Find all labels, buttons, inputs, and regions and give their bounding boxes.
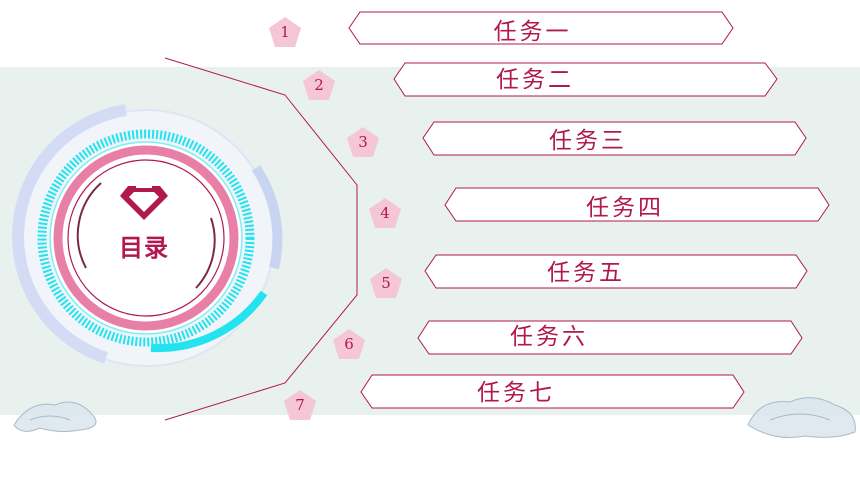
task-badge-7: 7	[283, 389, 317, 421]
task-shape-6	[417, 320, 803, 355]
task-label-1[interactable]: 任务一	[493, 19, 572, 45]
task-shape-7	[360, 374, 745, 409]
emblem-rings	[12, 104, 283, 367]
task-badge-1: 1	[268, 16, 302, 48]
task-badge-4: 4	[368, 197, 402, 229]
cloud-left	[13, 401, 97, 433]
task-label-6[interactable]: 任务六	[510, 324, 588, 350]
connector-line	[164, 57, 358, 421]
task-number: 1	[280, 23, 290, 41]
task-badge-5: 5	[369, 267, 403, 299]
task-badge-6: 6	[332, 328, 366, 360]
task-number: 7	[295, 396, 305, 414]
task-shape-2	[393, 62, 778, 97]
diamond-icon	[120, 182, 168, 220]
task-number: 3	[358, 133, 368, 151]
task-badge-2: 2	[302, 69, 336, 101]
task-label-5[interactable]: 任务五	[547, 260, 625, 286]
task-number: 5	[381, 274, 391, 292]
task-label-7[interactable]: 任务七	[477, 380, 555, 406]
task-number: 4	[380, 204, 390, 222]
task-shape-4	[444, 187, 830, 222]
task-number: 2	[314, 76, 324, 94]
toc-title: 目录	[119, 234, 169, 262]
task-shape-3	[422, 121, 807, 156]
task-label-4[interactable]: 任务四	[586, 195, 664, 221]
task-shapes	[348, 11, 830, 409]
task-number: 6	[344, 335, 354, 353]
task-label-2[interactable]: 任务二	[496, 67, 574, 93]
cloud-right	[747, 397, 856, 439]
task-label-3[interactable]: 任务三	[549, 128, 627, 154]
task-badge-3: 3	[346, 126, 380, 158]
task-shape-5	[424, 254, 808, 289]
task-shape-1	[348, 11, 734, 45]
toc-logo: 目录	[104, 182, 184, 263]
